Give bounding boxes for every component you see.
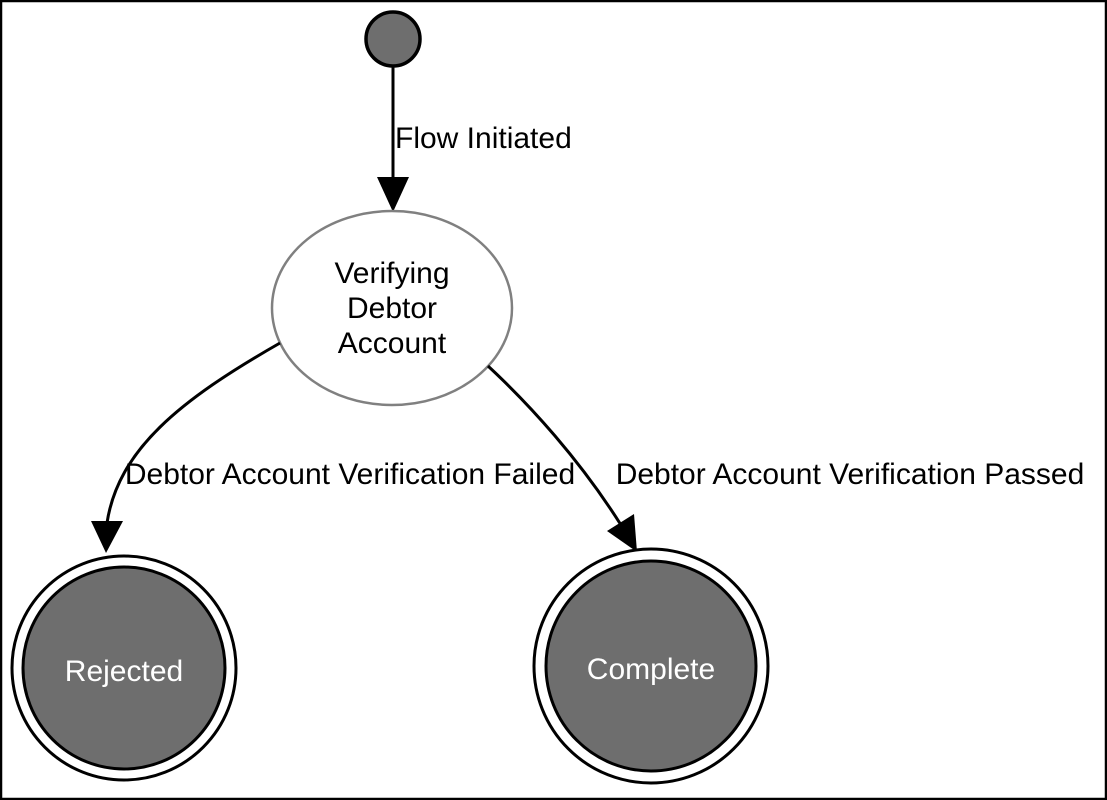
verifying-state-ellipse (270, 209, 514, 407)
verification-passed-edge-line (486, 364, 623, 526)
verification-failed-edge-line (105, 341, 281, 524)
state-verifying-debtor-account: Verifying Debtor Account (270, 209, 514, 407)
transition-verification-passed: Debtor Account Verification Passed (486, 364, 1085, 552)
flow-initiated-label: Flow Initiated (395, 122, 572, 155)
rejected-state-label: Rejected (65, 655, 183, 688)
transition-flow-initiated: Flow Initiated (377, 66, 572, 212)
verifying-state-label-line3: Account (338, 327, 447, 360)
verification-passed-arrowhead-icon (607, 514, 637, 552)
rejected-inner-circle (21, 565, 227, 771)
verifying-state-label-line2: Debtor (347, 292, 437, 325)
flow-initiated-arrowhead-icon (377, 177, 409, 212)
verification-failed-arrowhead-icon (91, 521, 123, 553)
transition-verification-failed: Debtor Account Verification Failed (91, 341, 575, 553)
final-state-complete: Complete (532, 547, 770, 785)
verification-passed-label: Debtor Account Verification Passed (616, 458, 1085, 491)
verification-failed-label: Debtor Account Verification Failed (125, 458, 575, 491)
complete-state-label: Complete (587, 653, 715, 686)
verifying-state-label-line1: Verifying (334, 257, 449, 290)
final-state-rejected: Rejected (10, 554, 238, 782)
complete-inner-circle (544, 559, 758, 773)
initial-state-circle (364, 10, 422, 68)
initial-state-node (364, 10, 422, 68)
